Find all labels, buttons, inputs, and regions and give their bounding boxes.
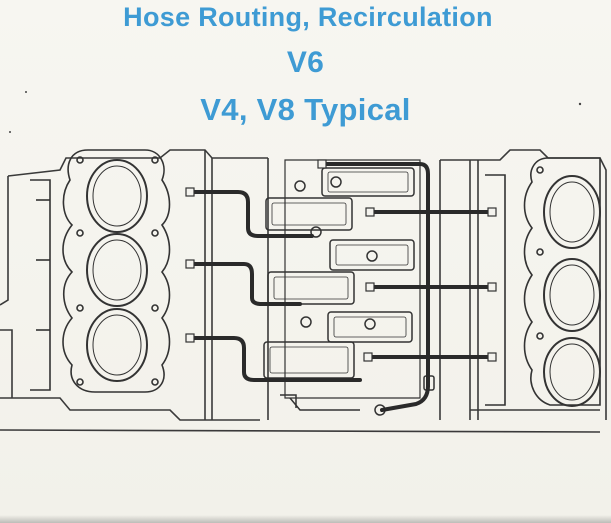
left-cylinder-head	[30, 149, 171, 393]
page-bottom-edge	[0, 515, 611, 523]
hose-left-upper	[190, 190, 314, 238]
subtitle-v6: V6	[286, 46, 325, 79]
hose-main-riser	[323, 162, 430, 388]
engine-block-outline	[0, 149, 607, 433]
hose-left-middle	[190, 262, 302, 306]
recirculation-hoses	[190, 162, 492, 412]
page-title: Hose Routing, Recirculation	[123, 2, 493, 32]
right-cylinder-head	[485, 157, 601, 407]
intake-manifold	[263, 159, 435, 416]
paper-speck	[25, 91, 27, 93]
paper-speck	[578, 102, 582, 106]
hose-left-lower	[190, 336, 362, 382]
hose-fittings	[185, 159, 497, 362]
subtitle-v4-v8-typical: V4, V8 Typical	[200, 92, 411, 127]
paper-speck	[9, 131, 11, 133]
hose-bottom-return	[380, 384, 430, 412]
